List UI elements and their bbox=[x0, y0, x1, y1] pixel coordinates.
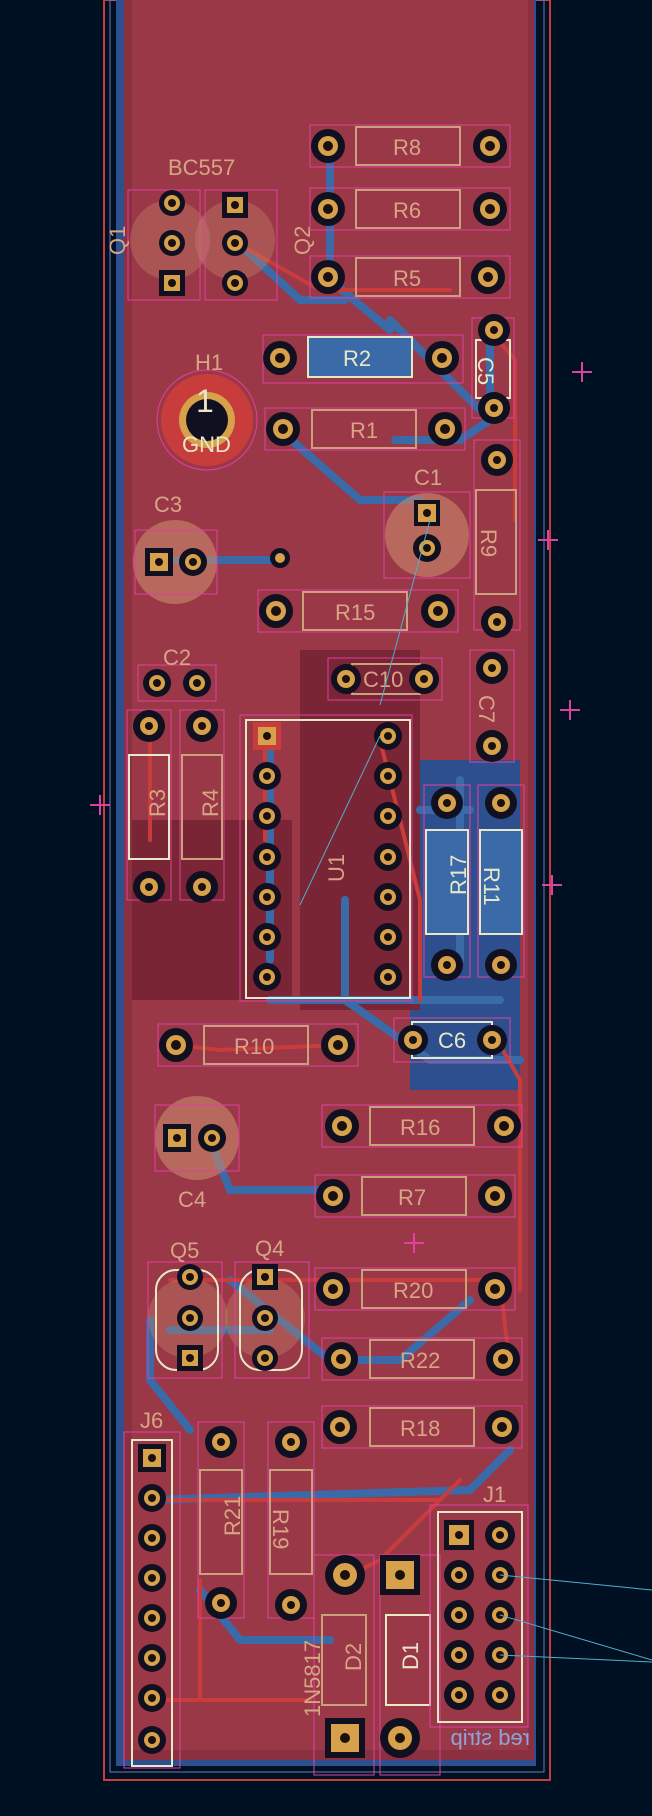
r22-resistor[interactable]: R22 bbox=[321, 1337, 523, 1381]
r21-resistor[interactable]: R21 bbox=[197, 1421, 245, 1619]
h1-mounting-hole[interactable]: H1 1 GND bbox=[156, 350, 258, 471]
c2-capacitor[interactable]: C2 bbox=[137, 645, 217, 702]
j6-ref: J6 bbox=[140, 1408, 163, 1433]
c1-capacitor[interactable]: C1 bbox=[383, 465, 471, 579]
q4-transistor[interactable]: Q4 bbox=[225, 1236, 310, 1379]
q5-ref: Q5 bbox=[170, 1238, 199, 1263]
r18-resistor[interactable]: R18 bbox=[321, 1405, 523, 1449]
ratsnest-lines bbox=[299, 519, 652, 1663]
r4-ref: R4 bbox=[198, 789, 223, 817]
h1-value: GND bbox=[182, 432, 231, 457]
r18-ref: R18 bbox=[400, 1416, 440, 1441]
r19-ref: R19 bbox=[268, 1509, 293, 1549]
r9-resistor[interactable]: R9 bbox=[473, 439, 521, 638]
d1-diode[interactable]: D1 bbox=[379, 1554, 441, 1776]
r5-resistor[interactable]: R5 bbox=[309, 255, 511, 299]
r5-ref: R5 bbox=[393, 266, 421, 291]
r8-ref: R8 bbox=[393, 135, 421, 160]
q1-ref: Q1 bbox=[105, 226, 130, 255]
c5-capacitor[interactable]: C5 bbox=[471, 314, 515, 424]
u1-pins-left bbox=[253, 722, 281, 991]
r8-resistor[interactable]: R8 bbox=[309, 124, 511, 168]
j6-connector[interactable]: J6 bbox=[123, 1408, 181, 1769]
d1-ref: D1 bbox=[398, 1642, 423, 1670]
r16-resistor[interactable]: R16 bbox=[321, 1104, 523, 1148]
r1-ref: R1 bbox=[350, 418, 378, 443]
r9-ref: R9 bbox=[476, 529, 501, 557]
r4-resistor[interactable]: R4 bbox=[179, 709, 225, 903]
c10-capacitor[interactable]: C10 bbox=[327, 657, 443, 701]
c10-ref: C10 bbox=[363, 667, 403, 692]
r3-ref: R3 bbox=[145, 789, 170, 817]
r22-ref: R22 bbox=[400, 1348, 440, 1373]
c1-ref: C1 bbox=[414, 465, 442, 490]
r17-resistor[interactable]: R17 bbox=[423, 784, 471, 981]
r16-ref: R16 bbox=[400, 1115, 440, 1140]
d2-ref: D2 bbox=[341, 1643, 366, 1671]
j1-ref: J1 bbox=[483, 1482, 506, 1507]
r10-ref: R10 bbox=[234, 1034, 274, 1059]
q4-ref: Q4 bbox=[255, 1236, 284, 1261]
c7-capacitor[interactable]: C7 bbox=[469, 649, 515, 763]
r1-resistor[interactable]: R1 bbox=[264, 407, 466, 451]
c7-ref: C7 bbox=[474, 695, 499, 723]
q1-value: BC557 bbox=[168, 155, 235, 180]
d2-value: 1N5817 bbox=[300, 1640, 325, 1717]
q2-ref: Q2 bbox=[290, 226, 315, 255]
q2-transistor[interactable]: Q2 bbox=[195, 189, 315, 301]
r7-resistor[interactable]: R7 bbox=[314, 1174, 516, 1218]
u1-pins-right bbox=[374, 722, 402, 991]
d2-diode[interactable]: D2 1N5817 bbox=[300, 1554, 375, 1776]
r20-resistor[interactable]: R20 bbox=[314, 1267, 516, 1311]
r6-resistor[interactable]: R6 bbox=[309, 187, 511, 231]
r2-resistor[interactable]: R2 bbox=[262, 334, 464, 384]
r15-ref: R15 bbox=[335, 600, 375, 625]
r15-resistor[interactable]: R15 bbox=[257, 589, 459, 633]
c6-ref: C6 bbox=[438, 1028, 466, 1053]
r21-ref: R21 bbox=[220, 1496, 245, 1536]
r17-ref: R17 bbox=[446, 855, 471, 895]
r20-ref: R20 bbox=[393, 1278, 433, 1303]
h1-ref: H1 bbox=[195, 350, 223, 375]
r10-resistor[interactable]: R10 bbox=[157, 1023, 359, 1067]
c2-ref: C2 bbox=[163, 645, 191, 670]
c3-ref: C3 bbox=[154, 492, 182, 517]
r11-ref: R11 bbox=[479, 867, 504, 906]
u1-ref: U1 bbox=[324, 854, 349, 882]
c5-ref: C5 bbox=[473, 357, 498, 385]
r2-ref: R2 bbox=[343, 346, 371, 371]
c4-ref: C4 bbox=[178, 1187, 206, 1212]
c6-capacitor[interactable]: C6 bbox=[393, 1017, 511, 1063]
board-text-mirrored: red strip bbox=[451, 1725, 530, 1750]
r7-ref: R7 bbox=[398, 1185, 426, 1210]
r11-resistor[interactable]: R11 bbox=[477, 784, 525, 981]
c4-capacitor[interactable]: C4 bbox=[154, 1096, 240, 1212]
crosshair-markers bbox=[90, 362, 592, 1253]
h1-num: 1 bbox=[196, 383, 214, 419]
r3-resistor[interactable]: R3 bbox=[126, 709, 172, 903]
c3-capacitor[interactable]: C3 bbox=[133, 492, 290, 604]
r19-resistor[interactable]: R19 bbox=[267, 1421, 315, 1621]
j1-connector[interactable]: J1 bbox=[429, 1482, 529, 1728]
r6-ref: R6 bbox=[393, 198, 421, 223]
u1-ic[interactable]: U1 bbox=[239, 714, 413, 1002]
q1-transistor[interactable]: Q1 BC557 bbox=[105, 155, 235, 301]
q5-transistor[interactable]: Q5 bbox=[147, 1238, 228, 1379]
